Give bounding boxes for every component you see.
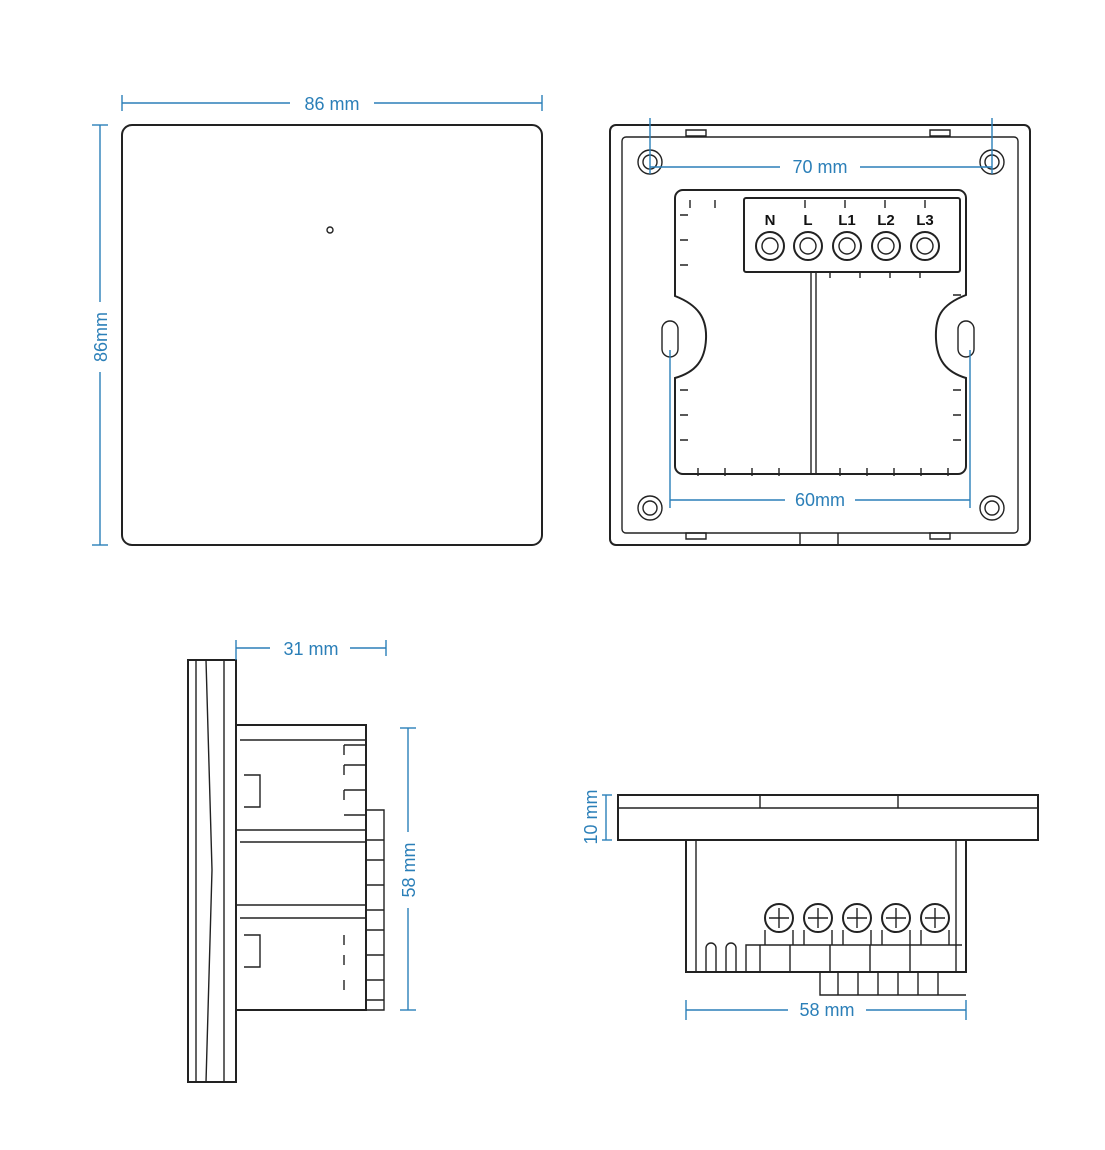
plate-thickness-label: 10 mm bbox=[581, 789, 601, 844]
front-width-dimension: 86 mm bbox=[121, 94, 543, 114]
back-view: N L L1 L2 L3 70 mm 60mm bbox=[609, 118, 1031, 546]
side-terminal-comb bbox=[344, 744, 385, 1011]
plate-thickness-dimension: 10 mm bbox=[581, 789, 612, 845]
side-height-dimension: 58 mm bbox=[399, 727, 419, 1011]
hole-spacing-dimension: 70 mm bbox=[649, 118, 993, 177]
back-plate-inner bbox=[621, 136, 1019, 534]
side-body bbox=[236, 724, 367, 1011]
terminal-labels: N L L1 L2 L3 bbox=[765, 212, 934, 229]
bottom-screw bbox=[881, 903, 911, 933]
mounting-hole bbox=[637, 495, 663, 521]
bottom-screw bbox=[764, 903, 794, 933]
back-plate-outer bbox=[609, 124, 1031, 546]
terminal-screws bbox=[755, 231, 940, 261]
bottom-screw bbox=[842, 903, 872, 933]
terminal-label: L2 bbox=[877, 212, 895, 229]
bottom-width-label: 58 mm bbox=[799, 1000, 854, 1020]
back-box-body bbox=[674, 189, 967, 475]
terminal-screw-n bbox=[755, 231, 785, 261]
terminal-screw-l bbox=[793, 231, 823, 261]
terminal-block bbox=[743, 197, 961, 273]
side-front-plate bbox=[187, 659, 237, 1083]
terminal-label: N bbox=[765, 212, 776, 229]
terminal-screw-l2 bbox=[871, 231, 901, 261]
mounting-hole bbox=[979, 495, 1005, 521]
terminal-label: L3 bbox=[916, 212, 934, 229]
terminal-screw-l1 bbox=[832, 231, 862, 261]
side-depth-label: 31 mm bbox=[283, 639, 338, 659]
front-height-label: 86mm bbox=[91, 312, 111, 362]
terminal-screw-l3 bbox=[910, 231, 940, 261]
bottom-plate bbox=[617, 794, 1039, 841]
front-panel bbox=[121, 124, 543, 546]
mounting-holes bbox=[637, 149, 1005, 521]
inner-width-dimension: 60mm bbox=[669, 350, 971, 510]
front-height-dimension: 86mm bbox=[91, 124, 111, 546]
side-view: 31 mm 58 mm bbox=[187, 639, 419, 1083]
bottom-body bbox=[685, 840, 967, 973]
side-depth-dimension: 31 mm bbox=[235, 639, 387, 660]
front-width-label: 86 mm bbox=[304, 94, 359, 114]
bottom-screw bbox=[803, 903, 833, 933]
terminal-label: L bbox=[803, 212, 812, 229]
terminal-label: L1 bbox=[838, 212, 856, 229]
bottom-terminal-screws bbox=[764, 903, 950, 945]
indicator-dot bbox=[326, 226, 334, 234]
bottom-view: 10 mm 58 mm bbox=[581, 789, 1039, 1020]
bottom-width-dimension: 58 mm bbox=[685, 1000, 967, 1020]
side-height-label: 58 mm bbox=[399, 842, 419, 897]
slot-hole-right bbox=[957, 320, 975, 358]
inner-width-label: 60mm bbox=[795, 490, 845, 510]
hole-spacing-label: 70 mm bbox=[792, 157, 847, 177]
bottom-screw bbox=[920, 903, 950, 933]
front-view: 86 mm 86mm bbox=[91, 94, 543, 546]
